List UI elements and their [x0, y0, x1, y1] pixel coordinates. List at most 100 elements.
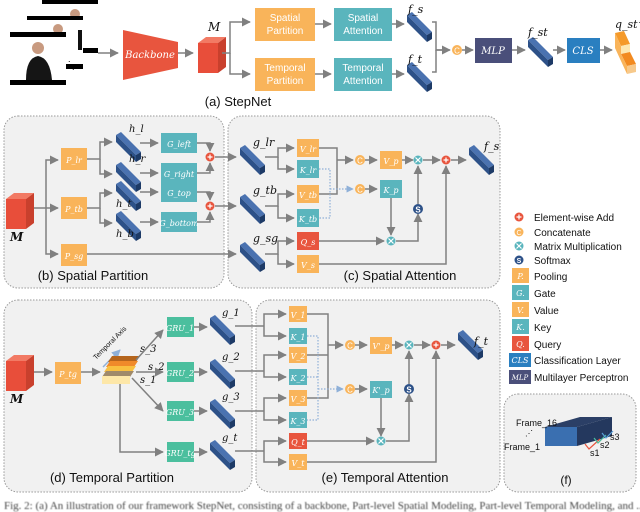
key-lr-label: K_lr	[299, 166, 318, 175]
g1-label: g_1	[222, 308, 240, 319]
pool-sg-label: P_sg	[64, 252, 84, 261]
panel-e: V_1 K_1 V_2 K_2 V_3 K_3 Q_t V_t C V'_p C…	[263, 306, 489, 485]
concat-icon	[514, 227, 524, 237]
legend-label: Concatenate	[534, 228, 591, 239]
gate-right	[161, 163, 197, 183]
spatial-partition-label-2: Partition	[267, 26, 304, 37]
legend-label: Gate	[534, 289, 556, 300]
legend-item-pooling: P. Pooling	[512, 268, 567, 283]
gate-right-label: G_right	[164, 170, 195, 179]
s3-bracket	[601, 430, 614, 439]
query-t-label: Q_t	[291, 438, 306, 447]
b-feature-map-cube	[6, 193, 34, 229]
gru-3	[167, 401, 194, 421]
mlp-block	[475, 38, 512, 63]
key-p-prime	[370, 381, 392, 398]
concat-symbol: C	[347, 386, 353, 395]
input-video-frames: . . .	[10, 0, 98, 85]
key-3-label: K_3	[289, 417, 305, 426]
legend-item-gate: G. Gate	[512, 285, 556, 300]
legend-symbol: V.	[517, 306, 524, 315]
svg-text:C: C	[516, 230, 521, 237]
gru-3-label: GRU_3	[166, 408, 194, 417]
value-p-label: V_p	[384, 157, 399, 166]
panel-b-frame	[3, 115, 225, 289]
frame-1-label: Frame_1	[504, 442, 540, 452]
frame-block-side	[577, 417, 612, 446]
concat-icon	[452, 45, 462, 55]
temporal-partition-block	[255, 58, 315, 91]
frame-16-label: Frame_16	[516, 418, 557, 428]
legend: Element-wise Add C Concatenate Matrix Mu…	[509, 212, 628, 384]
legend-symbol: K.	[515, 323, 525, 332]
value-s	[297, 255, 319, 273]
legend-item-query: Q. Query	[512, 336, 561, 351]
query-t	[289, 433, 307, 449]
value-2-label: V_2	[291, 352, 306, 361]
gru-2	[167, 362, 194, 382]
softmax-icon	[514, 255, 524, 265]
gate-swatch	[512, 285, 529, 300]
pool-sg	[61, 244, 87, 266]
cls-swatch	[509, 353, 531, 367]
gru-1-label: GRU_1	[166, 324, 194, 333]
key-2-label: K_2	[289, 374, 305, 383]
softmax-icon	[404, 384, 414, 394]
softmax-icon	[413, 204, 423, 214]
spatial-attention-label-1: Spatial	[348, 13, 379, 24]
concat-icon	[345, 340, 355, 350]
fst-feature-bar	[528, 37, 553, 67]
spatial-partition-block	[255, 8, 315, 41]
value-2	[289, 347, 307, 363]
cls-block	[567, 38, 600, 63]
q-rgb-label: q_st^rgb	[615, 18, 640, 31]
gate-bottom-label: G_bottom	[159, 219, 199, 228]
panel-b: M P_lr P_tb P_sg h_l h_r h_t h_b G_left …	[6, 124, 237, 283]
g-tb-label: g_tb	[253, 184, 277, 197]
d-m-label: M	[9, 392, 24, 406]
mlp-label: MLP	[480, 46, 505, 57]
gate-top-label: G_top	[167, 189, 191, 198]
g-sg-label: g_sg	[253, 232, 278, 245]
panel-c-title: (c) Spatial Attention	[344, 268, 457, 283]
value-1-label: V_1	[291, 311, 306, 320]
legend-label: Multilayer Perceptron	[534, 373, 628, 384]
concat-icon	[345, 384, 355, 394]
legend-item-add: Element-wise Add	[514, 212, 614, 224]
h-b-label: h_b	[116, 229, 134, 240]
s2-text: s2	[600, 440, 610, 450]
query-s-label: Q_s	[301, 238, 316, 247]
ft-feature-bar	[407, 62, 432, 92]
gru-tg	[167, 442, 194, 462]
fs-feature-bar	[407, 12, 432, 42]
concat-icon	[355, 184, 365, 194]
ft-output-label: f_t	[473, 335, 489, 348]
s3-text: s3	[610, 432, 620, 442]
legend-label: Softmax	[534, 256, 571, 267]
key-p-prime-label: K'_p	[371, 386, 389, 395]
concat-symbol: C	[347, 342, 353, 351]
d-feature-map-cube	[6, 355, 34, 391]
backbone-block	[123, 30, 178, 80]
temporal-partition-label-2: Partition	[267, 76, 304, 87]
value-p-prime	[370, 337, 392, 354]
value-p-prime-label: V'_p	[372, 342, 389, 351]
cls-label: CLS	[572, 46, 593, 57]
legend-label: Pooling	[534, 272, 567, 283]
value-3-label: V_3	[291, 395, 306, 404]
legend-item-mlp: MLP Multilayer Perceptron	[509, 370, 628, 384]
panel-b-title: (b) Spatial Partition	[38, 268, 149, 283]
fs-label: f_s	[407, 3, 424, 16]
key-p	[380, 180, 402, 198]
panel-f-title: (f)	[560, 473, 571, 487]
prediction-scores	[615, 31, 636, 74]
svg-text:⋰: ⋰	[525, 429, 533, 438]
legend-symbol: MLP	[511, 374, 529, 382]
legend-item-key: K. Key	[512, 319, 551, 334]
legend-label: Matrix Multiplication	[534, 242, 622, 253]
pool-tg	[55, 362, 81, 384]
b-m-label: M	[9, 230, 24, 244]
gate-top	[161, 182, 197, 202]
backbone-label: Backbone	[124, 50, 175, 61]
legend-label: Key	[534, 323, 551, 334]
